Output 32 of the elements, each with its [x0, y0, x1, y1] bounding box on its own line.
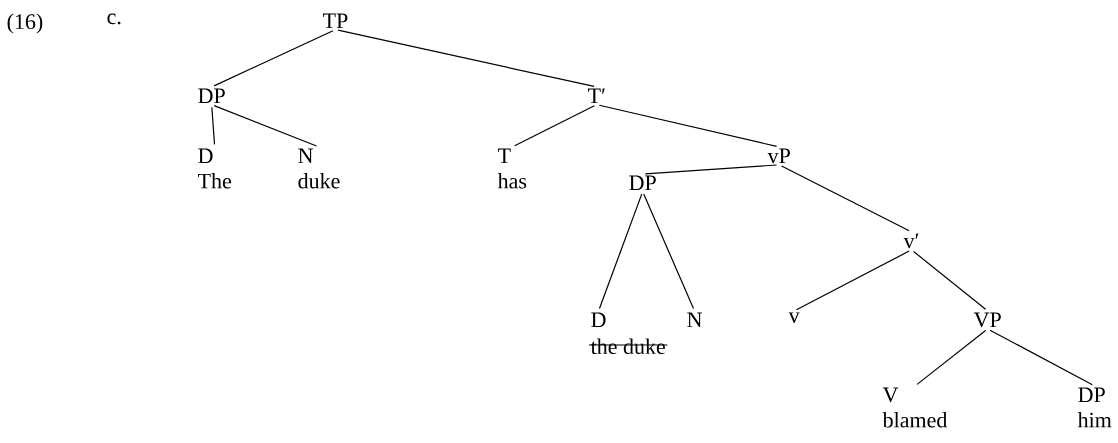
tree-branch: [644, 164, 778, 175]
tree-branch: [211, 106, 216, 145]
tree-label: VP: [973, 312, 1001, 328]
tree-branch: [781, 165, 910, 232]
tree-branch: [337, 29, 595, 88]
tree-branch: [916, 330, 987, 385]
leaf-label: V blamed: [882, 387, 948, 428]
leaf-label: T has: [497, 148, 527, 189]
leaf-label: N duke: [298, 148, 340, 189]
tree-label: v: [788, 312, 800, 323]
tree-label: T′: [588, 88, 605, 103]
tree-branch: [598, 104, 778, 147]
tree-label: v′: [903, 233, 919, 249]
tree-branch: [213, 105, 318, 147]
tree-branch: [989, 329, 1093, 386]
tree-branch: [598, 193, 643, 310]
tree-branch: [795, 250, 910, 311]
tree-label: vP: [767, 148, 790, 164]
tree-branch: [213, 30, 334, 87]
tree-branch: [514, 105, 595, 147]
tree-branch: [643, 193, 695, 310]
tree-label: N: [687, 312, 702, 327]
tree-label: D: [591, 312, 606, 328]
tree-label: DP: [629, 175, 656, 191]
example-number: (16): [7, 13, 43, 34]
struck-text: the duke: [588, 338, 668, 355]
example-letter: c.: [107, 13, 121, 25]
tree-branch: [913, 250, 987, 310]
tree-label: TP: [323, 13, 348, 28]
leaf-label: D The: [198, 148, 232, 189]
leaf-label: DP him: [1077, 387, 1112, 428]
tree-label: DP: [198, 88, 225, 104]
